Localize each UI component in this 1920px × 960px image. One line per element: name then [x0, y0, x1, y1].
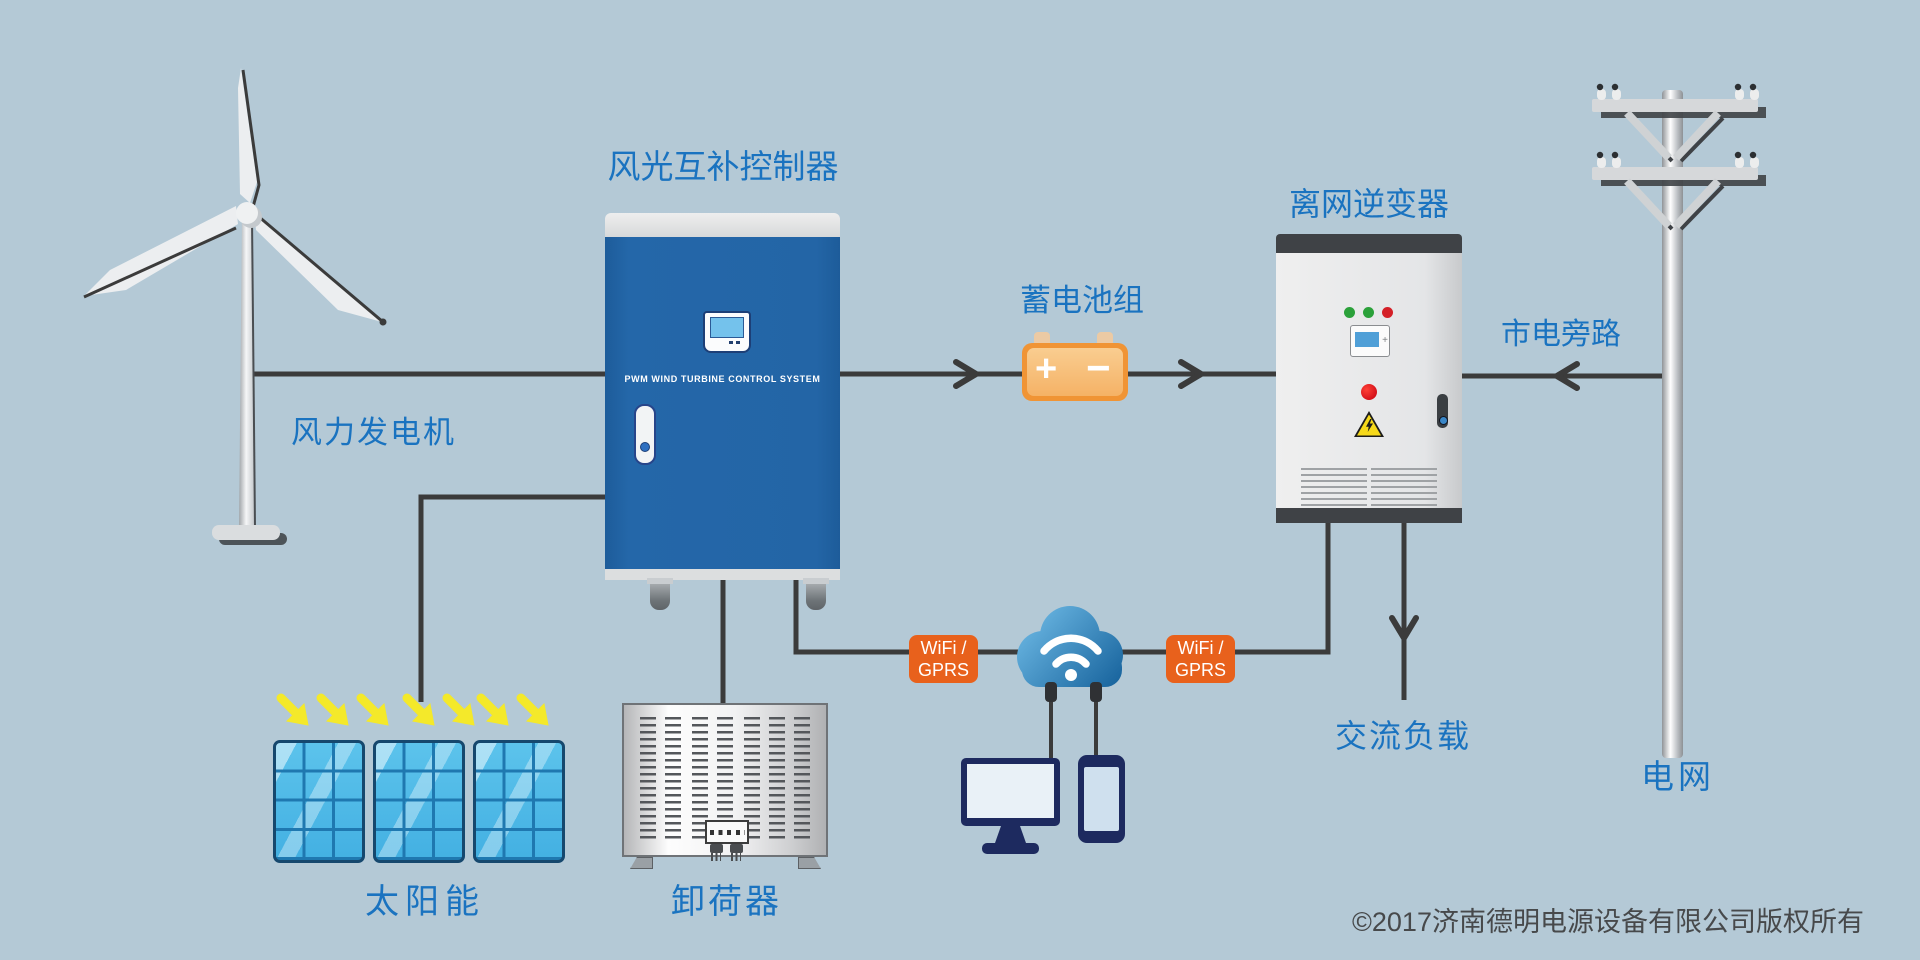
wifi-gprs-badge-right: WiFi / GPRS [1166, 635, 1235, 683]
vent-column [769, 717, 785, 839]
dump-connector [710, 844, 723, 853]
vent-column [665, 717, 681, 839]
terminal-dots [710, 830, 745, 835]
inverter-bottom-strip [1276, 508, 1462, 523]
wifi-badge-line2: GPRS [1174, 660, 1226, 680]
desktop-monitor-icon [961, 758, 1060, 854]
dump-connector-pins [731, 853, 741, 861]
inverter-top-strip [1276, 234, 1462, 253]
arrow-right-inverter [1178, 359, 1204, 389]
label-ac-load: 交流负载 [1335, 718, 1472, 754]
copyright-text: ©2017济南德明电源设备有限公司版权所有 [1352, 907, 1864, 937]
dump-load-box [622, 703, 828, 869]
led-green [1363, 307, 1374, 318]
controller-foot [647, 578, 673, 610]
utility-pole [1592, 83, 1766, 758]
vent-column [794, 717, 810, 839]
dump-connector [730, 844, 743, 853]
controller-cabinet: PWM WIND TURBINE CONTROL SYSTEM [605, 213, 840, 610]
wifi-icon [1040, 634, 1102, 668]
wifi-badge-line2: GPRS [917, 660, 969, 680]
blade-left [84, 206, 238, 296]
vent-column [744, 717, 760, 839]
battery-face [1027, 348, 1123, 396]
arrow-down-acload [1389, 615, 1419, 641]
warning-triangle-icon [1354, 411, 1384, 437]
dump-connector-pins [711, 853, 721, 861]
inverter-handle [1437, 394, 1448, 428]
battery-icon: + − [1022, 332, 1128, 401]
blade-top [238, 68, 257, 203]
inverter-screen [1355, 332, 1379, 347]
label-wind-turbine: 风力发电机 [291, 415, 456, 450]
led-green [1344, 307, 1355, 318]
wind-turbine [83, 68, 387, 545]
controller-handle-lock [640, 442, 650, 452]
dump-foot [798, 857, 821, 869]
controller-base [605, 569, 840, 580]
plug-right [1090, 682, 1102, 702]
controller-display [703, 311, 751, 353]
battery-terminal [1034, 332, 1050, 348]
smartphone-icon [1078, 755, 1125, 843]
inverter-display: + [1350, 325, 1390, 357]
inverter-display-buttons: + [1382, 335, 1388, 346]
label-mains-bypass: 市电旁路 [1501, 318, 1621, 351]
terminal-block [705, 820, 749, 844]
crossarm-upper [1592, 99, 1766, 163]
vent-column [692, 717, 708, 839]
controller-display-button [736, 341, 740, 344]
wifi-badge-line1: WiFi / [1177, 638, 1224, 658]
flow-arrows [953, 359, 1580, 641]
inverter-body: + [1276, 253, 1462, 520]
arrow-right-battery [953, 359, 979, 389]
vent-column [640, 717, 656, 839]
dump-foot [630, 857, 653, 869]
insulators [1596, 83, 1759, 168]
wifi-badge-line1: WiFi / [920, 638, 967, 658]
red-button [1361, 384, 1377, 400]
inverter-cabinet: + [1276, 234, 1462, 523]
plug-left [1045, 682, 1057, 702]
wifi-gprs-badge-left: WiFi / GPRS [909, 635, 978, 683]
controller-display-button [729, 341, 733, 344]
inverter-handle-lock [1439, 416, 1448, 425]
controller-body: PWM WIND TURBINE CONTROL SYSTEM [605, 237, 840, 569]
label-grid: 电网 [1641, 758, 1715, 795]
battery-plus-sign: + [1035, 348, 1058, 390]
cloud-icon [1017, 606, 1123, 702]
solar-panel [473, 740, 565, 863]
controller-handle [634, 404, 656, 465]
sun-arrows [276, 693, 549, 726]
label-inverter: 离网逆变器 [1288, 186, 1449, 222]
label-solar: 太阳能 [365, 883, 485, 921]
line-solar-to-controller [418, 494, 605, 702]
led-red [1382, 307, 1393, 318]
label-controller: 风光互补控制器 [607, 148, 839, 185]
label-dump-load: 卸荷器 [671, 883, 782, 921]
solar-panel [273, 740, 365, 863]
controller-screen [710, 317, 744, 338]
solar-panel [373, 740, 465, 863]
arrow-left-bypass [1554, 361, 1580, 391]
controller-foot [803, 578, 829, 610]
controller-panel-text: PWM WIND TURBINE CONTROL SYSTEM [624, 374, 821, 384]
label-battery: 蓄电池组 [1020, 283, 1144, 318]
crossarm-lower [1592, 167, 1766, 231]
battery-minus-sign: − [1086, 344, 1111, 391]
controller-top-strip [605, 213, 840, 237]
vent-column [717, 717, 733, 839]
